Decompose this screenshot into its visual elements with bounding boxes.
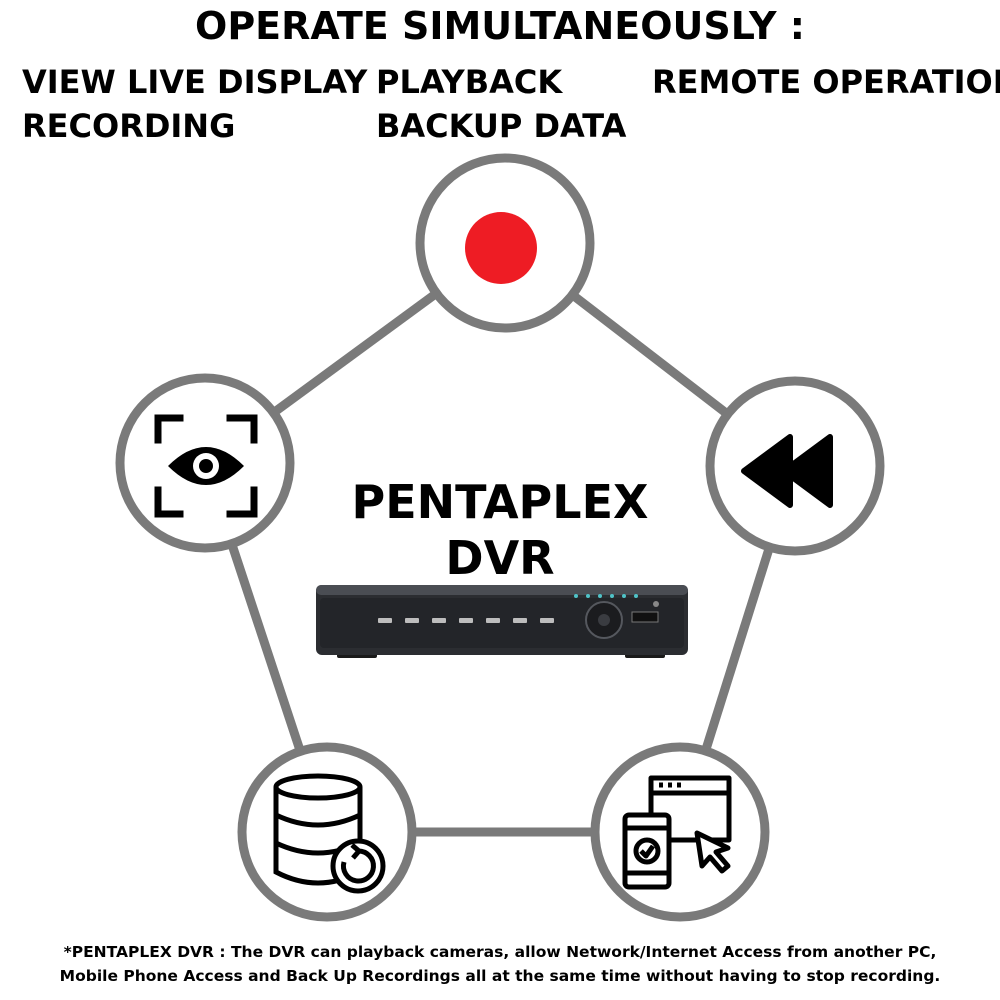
footnote: *PENTAPLEX DVR : The DVR can playback ca…	[0, 940, 1000, 988]
center-label: PENTAPLEX DVR	[351, 475, 649, 585]
feature-remote-operation: REMOTE OPERATION	[652, 63, 1000, 101]
footnote-line-2: Mobile Phone Access and Back Up Recordin…	[59, 967, 941, 985]
node-remote	[590, 742, 770, 922]
node-record	[415, 153, 595, 333]
feature-column-2: PLAYBACK BACKUP DATA	[376, 60, 626, 148]
database-backup-icon	[273, 773, 386, 894]
feature-column-1: VIEW LIVE DISPLAY RECORDING	[22, 60, 367, 148]
page-title: OPERATE SIMULTANEOUSLY :	[195, 4, 805, 48]
feature-recording: RECORDING	[22, 107, 236, 145]
record-icon	[465, 212, 537, 284]
node-database-ring	[237, 742, 417, 922]
feature-playback: PLAYBACK	[376, 63, 563, 101]
node-live-view	[115, 373, 295, 553]
live-view-eye-icon	[154, 414, 258, 518]
dvr-device-image	[316, 585, 688, 658]
node-database	[237, 742, 417, 922]
rewind-icon	[741, 434, 833, 508]
feature-column-3: REMOTE OPERATION	[652, 60, 1000, 104]
feature-backup-data: BACKUP DATA	[376, 107, 627, 145]
remote-devices-icon	[622, 775, 732, 890]
footnote-line-1: *PENTAPLEX DVR : The DVR can playback ca…	[63, 943, 937, 961]
feature-view-live-display: VIEW LIVE DISPLAY	[22, 63, 368, 101]
node-rewind	[705, 376, 885, 556]
